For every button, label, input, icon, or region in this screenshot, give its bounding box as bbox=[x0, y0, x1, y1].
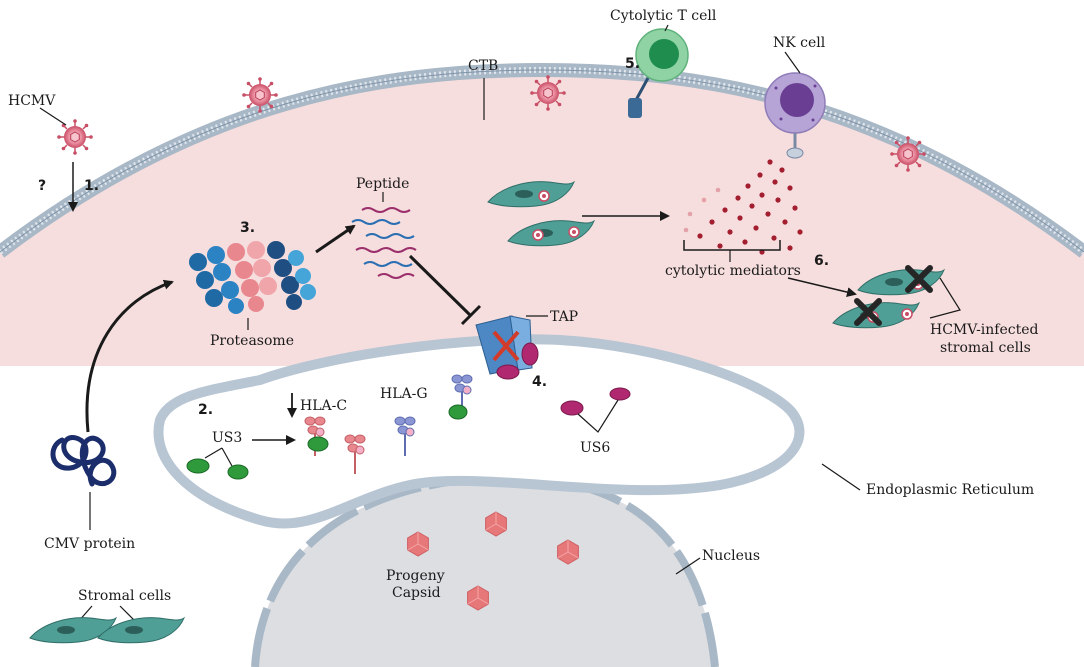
hcmv-label: HCMV bbox=[8, 93, 56, 109]
cross-icon bbox=[492, 330, 520, 362]
tap-transporter bbox=[475, 315, 539, 380]
progeny-capsid-label-line1: Progeny bbox=[386, 568, 445, 584]
cytolytic-mediators-label: cytolytic mediators bbox=[665, 263, 801, 279]
us6-protein bbox=[560, 400, 584, 416]
proteasome-label: Proteasome bbox=[210, 333, 294, 349]
step-3-label: 3. bbox=[240, 220, 255, 236]
step-4-label: 4. bbox=[532, 374, 547, 390]
cmv-protein bbox=[50, 435, 117, 487]
step-1-label: 1. bbox=[84, 178, 99, 194]
endoplasmic-reticulum-label: Endoplasmic Reticulum bbox=[866, 482, 1034, 498]
hcmv-infected-label-line1: HCMV-infected bbox=[930, 322, 1039, 338]
killed-stromal-cell bbox=[832, 298, 920, 329]
nk-cell-label: NK cell bbox=[773, 35, 826, 51]
cmv-to-proteasome-arrow bbox=[85, 279, 174, 433]
hcmv-infected-label-line2: stromal cells bbox=[940, 340, 1031, 356]
us6-label: US6 bbox=[580, 440, 610, 456]
killing-arrow bbox=[787, 277, 857, 298]
cross-icon bbox=[854, 298, 882, 326]
us3-protein bbox=[227, 464, 249, 480]
endoplasmic-reticulum bbox=[153, 334, 805, 529]
hla-c-label: HLA-C bbox=[300, 398, 347, 414]
peptides bbox=[351, 207, 417, 279]
nk-cell bbox=[764, 72, 826, 159]
hcmv-virus-icon bbox=[889, 135, 927, 173]
cross-icon bbox=[905, 265, 933, 293]
killed-stromal-cell bbox=[857, 265, 945, 296]
peptide-label: Peptide bbox=[356, 176, 409, 192]
cytolytic-t-cell bbox=[628, 28, 689, 118]
step-2-label: 2. bbox=[198, 402, 213, 418]
ctb-label: CTB bbox=[468, 58, 498, 74]
infected-stromal-cell bbox=[487, 181, 575, 208]
nucleus-label: Nucleus bbox=[702, 548, 760, 564]
cmv-protein-label: CMV protein bbox=[44, 536, 135, 552]
step-6-label: 6. bbox=[814, 253, 829, 269]
cytolytic-t-cell-label: Cytolytic T cell bbox=[610, 8, 717, 24]
hla-g-molecule bbox=[448, 374, 473, 420]
us3-label: US3 bbox=[212, 430, 242, 446]
step-5-label: 5. bbox=[625, 56, 640, 72]
proteasome bbox=[189, 241, 316, 314]
tap-inhibition-line bbox=[408, 254, 472, 317]
cytolytic-mediator-dots bbox=[697, 159, 803, 255]
hcmv-virus-icon bbox=[529, 74, 567, 112]
hcmv-virus-icon bbox=[56, 118, 94, 156]
stromal-cells-label: Stromal cells bbox=[78, 588, 171, 604]
us3-protein bbox=[186, 458, 210, 474]
question-mark: ? bbox=[38, 178, 46, 194]
hla-g-label: HLA-G bbox=[380, 386, 428, 402]
hcmv-virus-icon bbox=[241, 76, 279, 114]
hla-c-molecule bbox=[304, 416, 329, 457]
decidua-region bbox=[0, 70, 1084, 366]
infected-stromal-cell bbox=[507, 220, 595, 247]
us6-protein bbox=[609, 387, 631, 401]
progeny-capsid-label-line2: Capsid bbox=[392, 585, 441, 601]
proteasome-to-peptide-arrow bbox=[315, 224, 356, 254]
tap-label: TAP bbox=[550, 309, 578, 325]
